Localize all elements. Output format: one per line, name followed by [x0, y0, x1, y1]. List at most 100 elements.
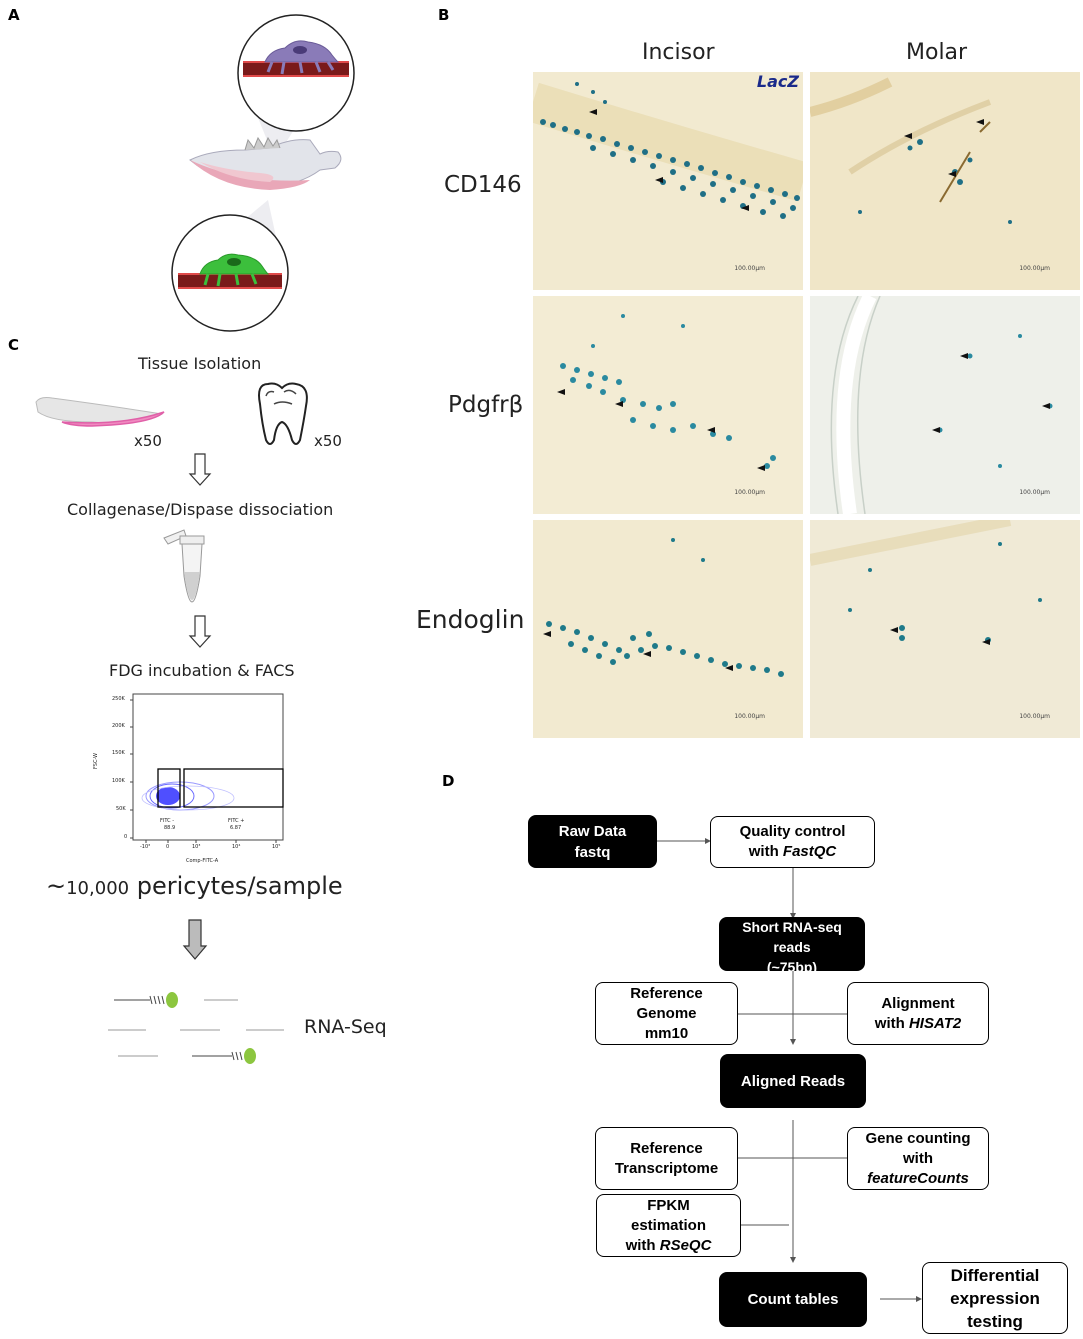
panel-label-d: D	[442, 772, 455, 790]
yield-number: 10,000	[66, 878, 130, 899]
micrograph-molar-pdgfrb: 100.00μm	[810, 296, 1080, 514]
micrograph-incisor-cd146: LacZ 100.00μm	[533, 72, 803, 290]
incisor-count: x50	[134, 432, 162, 450]
differential-line2: expression	[950, 1288, 1040, 1308]
qc-with: with	[748, 843, 783, 860]
micrograph-molar-cd146: 100.00μm	[810, 72, 1080, 290]
quality-control-box: Quality control with FastQC	[710, 816, 875, 868]
row-label-pdgfrb: Pdgfrβ	[448, 392, 524, 418]
micrograph-incisor-endoglin: 100.00μm	[533, 520, 803, 738]
qc-line1: Quality control	[739, 823, 846, 840]
step-tissue-isolation: Tissue Isolation	[138, 354, 262, 373]
yield-text: ~10,000 pericytes/sample	[46, 872, 343, 900]
gene-counting-box: Gene counting with featureCounts	[847, 1127, 989, 1190]
scalebar: 100.00μm	[734, 489, 765, 496]
row-label-endoglin: Endoglin	[416, 605, 525, 634]
gate-neg-label: FITC -	[160, 818, 174, 824]
arrow-down-icon	[188, 453, 212, 486]
arrow-down-icon	[182, 919, 208, 960]
gate-neg-value: 88.9	[164, 825, 176, 831]
differential-expression-box: Differential expression testing	[922, 1262, 1068, 1334]
gate-pos-value: 6.87	[230, 825, 242, 831]
tube-icon	[163, 529, 205, 603]
rna-reads-illustration	[108, 992, 284, 1064]
reference-genome-box: Reference Genome mm10	[595, 982, 738, 1045]
raw-data-line1: Raw Data	[558, 822, 627, 840]
alignment-line2: with HISAT2	[875, 1014, 961, 1034]
col-header-incisor: Incisor	[642, 40, 715, 65]
aligned-reads-box: Aligned Reads	[720, 1054, 866, 1108]
scalebar: 100.00μm	[1019, 713, 1050, 720]
gene-counting-line1: Gene counting	[865, 1129, 971, 1147]
gene-counting-tool: featureCounts	[867, 1169, 969, 1187]
ref-genome-line1: Reference	[630, 984, 703, 1002]
scalebar: 100.00μm	[1019, 265, 1050, 272]
yield-prefix: ~	[46, 872, 67, 900]
facs-ytick: 50K	[116, 806, 126, 812]
scalebar: 100.00μm	[734, 713, 765, 720]
fpkm-tool: RSeQC	[659, 1236, 712, 1254]
alignment-box: Alignment with HISAT2	[847, 982, 989, 1045]
ref-transcriptome-line2: Transcriptome	[614, 1159, 719, 1177]
gene-counting-line2: with	[903, 1149, 933, 1167]
gate-pos-label: FITC +	[228, 818, 245, 824]
facs-plot: FSC-W 250K 200K 150K 100K 50K 0 -10³ 0 1…	[88, 690, 288, 870]
aligned-reads-label: Aligned Reads	[740, 1072, 846, 1090]
count-tables-box: Count tables	[719, 1272, 867, 1327]
facs-xtick: 10³	[192, 844, 201, 850]
facs-xtick: -10³	[140, 844, 151, 850]
fpkm-line2: estimation	[630, 1216, 706, 1234]
alignment-tool: HISAT2	[908, 1014, 962, 1032]
facs-ytick: 250K	[112, 696, 125, 702]
panel-label-b: B	[438, 6, 450, 24]
scalebar: 100.00μm	[734, 265, 765, 272]
molar-icon	[258, 382, 308, 445]
panel-label-a: A	[8, 6, 20, 24]
fpkm-box: FPKM estimation with RSeQC	[596, 1194, 741, 1257]
ref-genome-line2: Genome	[636, 1004, 697, 1022]
short-reads-line1: Short RNA-seq	[742, 919, 842, 935]
short-reads-line3: (~75bp)	[766, 959, 818, 971]
micrograph-incisor-pdgfrb: 100.00μm	[533, 296, 803, 514]
panel-label-c: C	[8, 336, 20, 354]
jaw-pericyte-illustration	[171, 14, 355, 332]
facs-xtick: 10⁵	[272, 844, 281, 850]
fpkm-line1: FPKM	[647, 1196, 690, 1214]
facs-ytick: 100K	[112, 778, 125, 784]
fpkm-line3: with RSeQC	[626, 1236, 712, 1256]
ref-genome-line3: mm10	[644, 1024, 689, 1042]
alignment-with: with	[874, 1014, 909, 1032]
qc-line2: with FastQC	[749, 842, 837, 862]
ref-transcriptome-line1: Reference	[630, 1139, 703, 1157]
step-rna-seq: RNA-Seq	[304, 1016, 387, 1038]
facs-xtick: 0	[166, 844, 170, 850]
step-dissociation: Collagenase/Dispase dissociation	[67, 500, 334, 519]
short-reads-line2: reads	[773, 939, 811, 955]
facs-xtick: 10⁴	[232, 844, 241, 850]
facs-ytick: 150K	[112, 750, 125, 756]
short-reads-box: Short RNA-seq reads (~75bp)	[719, 917, 865, 971]
differential-line3: testing	[967, 1311, 1023, 1331]
scalebar: 100.00μm	[1019, 489, 1050, 496]
alignment-line1: Alignment	[881, 994, 955, 1012]
arrow-down-icon	[188, 615, 212, 648]
row-label-cd146: CD146	[444, 172, 522, 198]
pipeline-connectors	[657, 838, 922, 1302]
fpkm-with: with	[625, 1236, 660, 1254]
step-fdg-facs: FDG incubation & FACS	[109, 661, 295, 680]
yield-suffix: pericytes/sample	[129, 872, 343, 900]
micrograph-molar-endoglin: 100.00μm	[810, 520, 1080, 738]
facs-xaxis-label: Comp-FITC-A	[186, 858, 219, 864]
facs-yaxis-label: FSC-W	[93, 753, 99, 769]
reference-transcriptome-box: Reference Transcriptome	[595, 1127, 738, 1190]
raw-data-box: Raw Data fastq	[528, 815, 657, 868]
count-tables-label: Count tables	[747, 1291, 839, 1308]
qc-tool: FastQC	[782, 843, 837, 860]
lacz-label: LacZ	[756, 72, 799, 91]
col-header-molar: Molar	[906, 40, 968, 65]
facs-ytick: 0	[124, 834, 128, 840]
differential-line1: Differential	[950, 1265, 1040, 1285]
facs-ytick: 200K	[112, 723, 125, 729]
molar-count: x50	[314, 432, 342, 450]
raw-data-line2: fastq	[574, 843, 611, 861]
